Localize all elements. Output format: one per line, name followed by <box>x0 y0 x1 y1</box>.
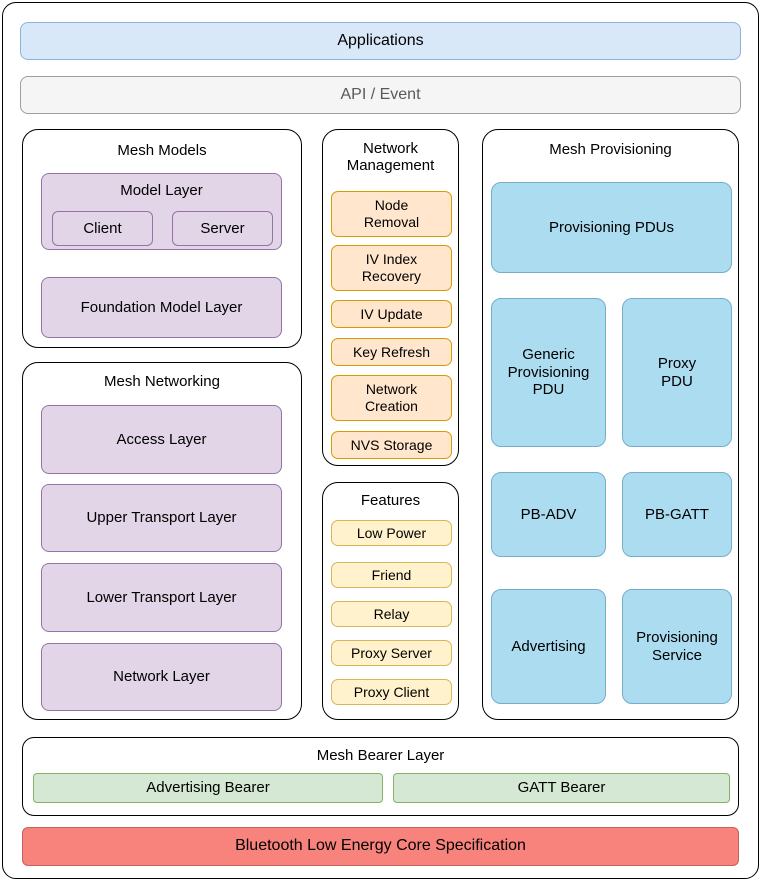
api-event-label: API / Event <box>340 85 421 103</box>
relay-label: Relay <box>373 605 410 622</box>
server-label: Server <box>200 219 245 237</box>
nvs-storage-label: NVS Storage <box>350 436 433 453</box>
model-layer-title: Model Layer <box>120 182 203 199</box>
lower-transport-layer-box: Lower Transport Layer <box>41 563 282 632</box>
foundation-model-layer-label: Foundation Model Layer <box>80 298 243 316</box>
network-layer-box: Network Layer <box>41 643 282 711</box>
low-power-label: Low Power <box>356 524 427 541</box>
model-layer-box: Model Layer Client Server <box>41 173 282 250</box>
network-management-title: Network Management <box>346 140 435 175</box>
server-box: Server <box>172 211 273 246</box>
advertising-label: Advertising <box>511 637 586 655</box>
proxy-client-label: Proxy Client <box>353 683 430 700</box>
upper-transport-layer-label: Upper Transport Layer <box>86 509 237 527</box>
mesh-models-group: Mesh Models Model Layer Client Server Fo… <box>22 129 302 348</box>
relay-box: Relay <box>331 601 452 627</box>
lower-transport-layer-label: Lower Transport Layer <box>86 588 237 606</box>
generic-provisioning-pdu-label: Generic Provisioning PDU <box>507 345 590 399</box>
pb-adv-label: PB-ADV <box>520 505 577 523</box>
mesh-bearer-layer-title: Mesh Bearer Layer <box>316 747 445 764</box>
mesh-networking-title: Mesh Networking <box>104 373 220 390</box>
network-management-group: Network Management Node Removal IV Index… <box>322 129 459 466</box>
proxy-server-label: Proxy Server <box>351 644 432 661</box>
network-layer-label: Network Layer <box>113 668 210 686</box>
client-box: Client <box>52 211 153 246</box>
proxy-client-box: Proxy Client <box>331 679 452 705</box>
foundation-model-layer-box: Foundation Model Layer <box>41 277 282 338</box>
ble-core-specification-label: Bluetooth Low Energy Core Specification <box>235 837 526 855</box>
api-event-bar: API / Event <box>20 76 741 114</box>
mesh-bearer-layer-group: Mesh Bearer Layer Advertising Bearer GAT… <box>22 737 739 816</box>
friend-box: Friend <box>331 562 452 588</box>
iv-update-box: IV Update <box>331 300 452 328</box>
mesh-models-title: Mesh Models <box>117 142 207 159</box>
node-removal-box: Node Removal <box>331 191 452 237</box>
network-creation-box: Network Creation <box>331 375 452 421</box>
features-title: Features <box>360 492 421 509</box>
client-label: Client <box>83 219 122 237</box>
node-removal-label: Node Removal <box>363 197 420 230</box>
proxy-pdu-label: Proxy PDU <box>657 354 697 390</box>
key-refresh-box: Key Refresh <box>331 338 452 366</box>
mesh-provisioning-group: Mesh Provisioning Provisioning PDUs Gene… <box>482 129 739 720</box>
friend-label: Friend <box>371 566 412 583</box>
features-group: Features Low Power Friend Relay Proxy Se… <box>322 482 459 720</box>
access-layer-box: Access Layer <box>41 405 282 474</box>
iv-index-recovery-label: IV Index Recovery <box>361 251 422 284</box>
pb-adv-box: PB-ADV <box>491 472 606 557</box>
mesh-provisioning-title: Mesh Provisioning <box>549 141 672 158</box>
low-power-box: Low Power <box>331 520 452 546</box>
nvs-storage-box: NVS Storage <box>331 431 452 459</box>
mesh-networking-group: Mesh Networking Access Layer Upper Trans… <box>22 362 302 720</box>
upper-transport-layer-box: Upper Transport Layer <box>41 484 282 552</box>
advertising-bearer-box: Advertising Bearer <box>33 773 383 803</box>
proxy-server-box: Proxy Server <box>331 640 452 666</box>
provisioning-service-label: Provisioning Service <box>636 628 718 664</box>
proxy-pdu-box: Proxy PDU <box>622 298 732 447</box>
provisioning-pdus-label: Provisioning PDUs <box>548 218 675 236</box>
pb-gatt-label: PB-GATT <box>645 505 709 523</box>
gatt-bearer-label: GATT Bearer <box>517 779 606 797</box>
pb-gatt-box: PB-GATT <box>622 472 732 557</box>
iv-index-recovery-box: IV Index Recovery <box>331 245 452 291</box>
gatt-bearer-box: GATT Bearer <box>393 773 730 803</box>
ble-core-specification-bar: Bluetooth Low Energy Core Specification <box>22 827 739 866</box>
provisioning-pdus-box: Provisioning PDUs <box>491 182 732 273</box>
network-creation-label: Network Creation <box>365 381 418 414</box>
advertising-bearer-label: Advertising Bearer <box>146 779 270 797</box>
access-layer-label: Access Layer <box>116 430 207 448</box>
applications-layer-bar: Applications <box>20 22 741 60</box>
generic-provisioning-pdu-box: Generic Provisioning PDU <box>491 298 606 447</box>
advertising-box: Advertising <box>491 589 606 704</box>
provisioning-service-box: Provisioning Service <box>622 589 732 704</box>
key-refresh-label: Key Refresh <box>352 343 431 360</box>
iv-update-label: IV Update <box>360 305 423 322</box>
applications-label: Applications <box>337 31 424 49</box>
